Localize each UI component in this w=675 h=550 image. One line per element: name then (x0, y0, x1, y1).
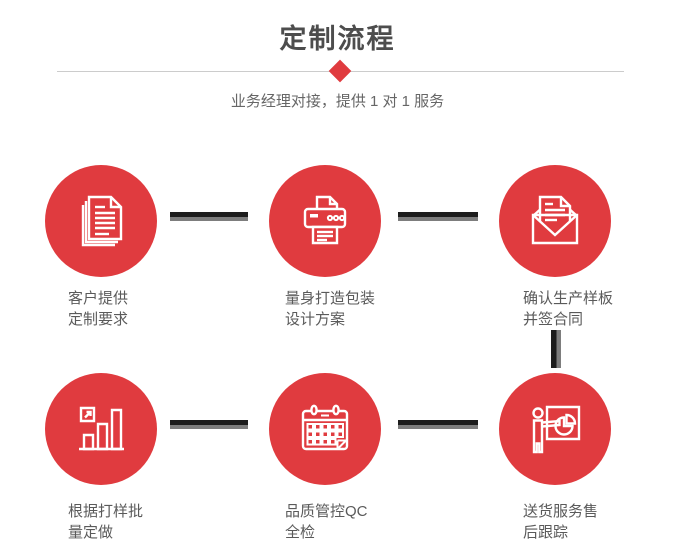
step-label-4: 根据打样批 量定做 (68, 501, 143, 543)
step-label-line: 根据打样批 (68, 503, 144, 520)
step-label-2: 量身打造包装 设计方案 (285, 288, 375, 330)
step-label-line: 品质管控QC (285, 503, 368, 520)
step-label-line: 设计方案 (285, 311, 346, 328)
step-label-line: 客户提供 (68, 290, 129, 307)
diamond-icon (328, 59, 352, 83)
printer-icon (293, 189, 357, 253)
stacked-documents-icon (69, 189, 133, 253)
page-subtitle: 业务经理对接，提供 1 对 1 服务 (230, 93, 445, 110)
step-label-line: 全检 (285, 524, 316, 541)
step-circle-4 (45, 373, 157, 485)
step-circle-2 (269, 165, 381, 277)
step-label-line: 定制要求 (68, 311, 129, 328)
step-label-6: 送货服务售 后跟踪 (523, 501, 598, 543)
step-circle-5 (269, 373, 381, 485)
connector-step5-step6 (398, 420, 478, 429)
step-circle-6 (499, 373, 611, 485)
step-label-line: 后跟踪 (523, 524, 569, 541)
step-label-line: 量身打造包装 (285, 290, 376, 307)
step-label-5: 品质管控QC 全检 (285, 501, 368, 543)
envelope-letter-icon (523, 189, 587, 253)
connector-step1-step2 (170, 212, 248, 221)
step-label-1: 客户提供 定制要求 (68, 288, 128, 330)
step-label-line: 并签合同 (523, 311, 584, 328)
calendar-icon (293, 397, 357, 461)
step-circle-3 (499, 165, 611, 277)
step-label-line: 送货服务售 (523, 503, 599, 520)
connector-step3-step6 (551, 330, 561, 368)
connector-step2-step3 (398, 212, 478, 221)
step-label-line: 确认生产样板 (523, 290, 614, 307)
growth-bar-chart-icon (69, 397, 133, 461)
connector-step4-step5 (170, 420, 248, 429)
step-circle-1 (45, 165, 157, 277)
presentation-pie-icon (523, 397, 587, 461)
page-title: 定制流程 (279, 24, 396, 54)
step-label-line: 量定做 (68, 524, 114, 541)
step-label-3: 确认生产样板 并签合同 (523, 288, 613, 330)
